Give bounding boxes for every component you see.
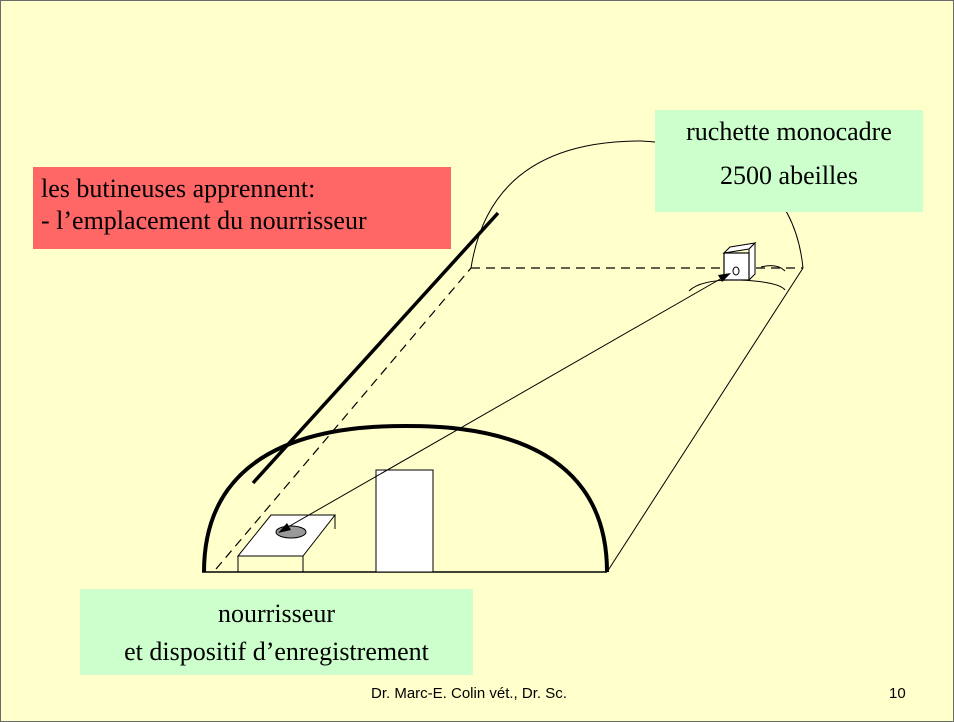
hive-label-line2: 2500 abeilles bbox=[720, 161, 858, 190]
inner-ridge-dashed bbox=[215, 267, 472, 570]
ridge-line bbox=[251, 211, 500, 485]
hive-label-line1: ruchette monocadre bbox=[686, 117, 892, 146]
flight-path-line bbox=[280, 273, 730, 532]
hive-box-side bbox=[748, 241, 756, 282]
hive-label: ruchette monocadre 2500 abeilles bbox=[655, 110, 923, 212]
footer-credit: Dr. Marc-E. Colin vét., Dr. Sc. bbox=[371, 685, 567, 702]
learning-label-line2: - l’emplacement du nourrisseur bbox=[41, 206, 367, 235]
right-floor-edge bbox=[606, 267, 804, 573]
near-arch bbox=[202, 423, 609, 573]
hive-entrance bbox=[732, 266, 740, 276]
feeder-label-line1: nourrisseur bbox=[218, 599, 335, 628]
learning-label: les butineuses apprennent: - l’emplaceme… bbox=[33, 167, 451, 249]
learning-label-line1: les butineuses apprennent: bbox=[41, 174, 316, 203]
slide-number: 10 bbox=[889, 685, 906, 702]
feeder-label: nourrisseur et dispositif d’enregistreme… bbox=[80, 589, 473, 675]
door bbox=[375, 469, 434, 573]
hive-platform bbox=[688, 279, 786, 292]
feeder-label-line2: et dispositif d’enregistrement bbox=[124, 637, 429, 666]
hive-platform-right bbox=[760, 265, 786, 272]
arrowhead-to-feeder bbox=[278, 523, 291, 533]
arrowhead-to-hive bbox=[718, 273, 731, 282]
